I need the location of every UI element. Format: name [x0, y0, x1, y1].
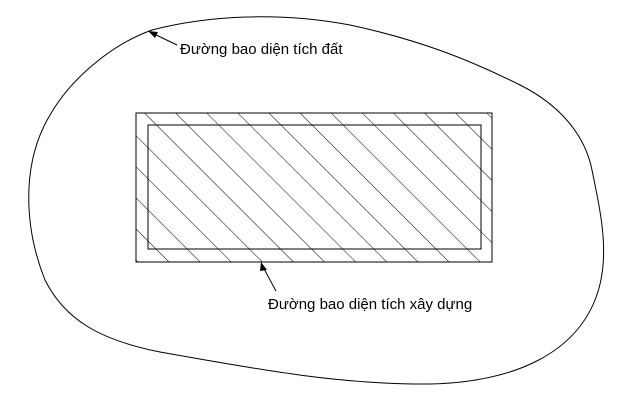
building-outer-boundary: [135, 112, 493, 263]
arrow-head-icon: [148, 31, 158, 38]
land-boundary-outline: [28, 16, 605, 385]
land-boundary-leader: [148, 31, 178, 46]
arrow-head-icon: [260, 262, 267, 271]
building-inner-boundary: [147, 124, 482, 250]
building-footprint: [135, 112, 493, 263]
building-hatch-fill: [136, 113, 492, 262]
building-boundary-label: Đường bao diện tích xây dựng: [268, 296, 472, 313]
building-boundary-leader: [260, 262, 277, 292]
land-boundary-label: Đường bao diện tích đất: [180, 41, 343, 58]
